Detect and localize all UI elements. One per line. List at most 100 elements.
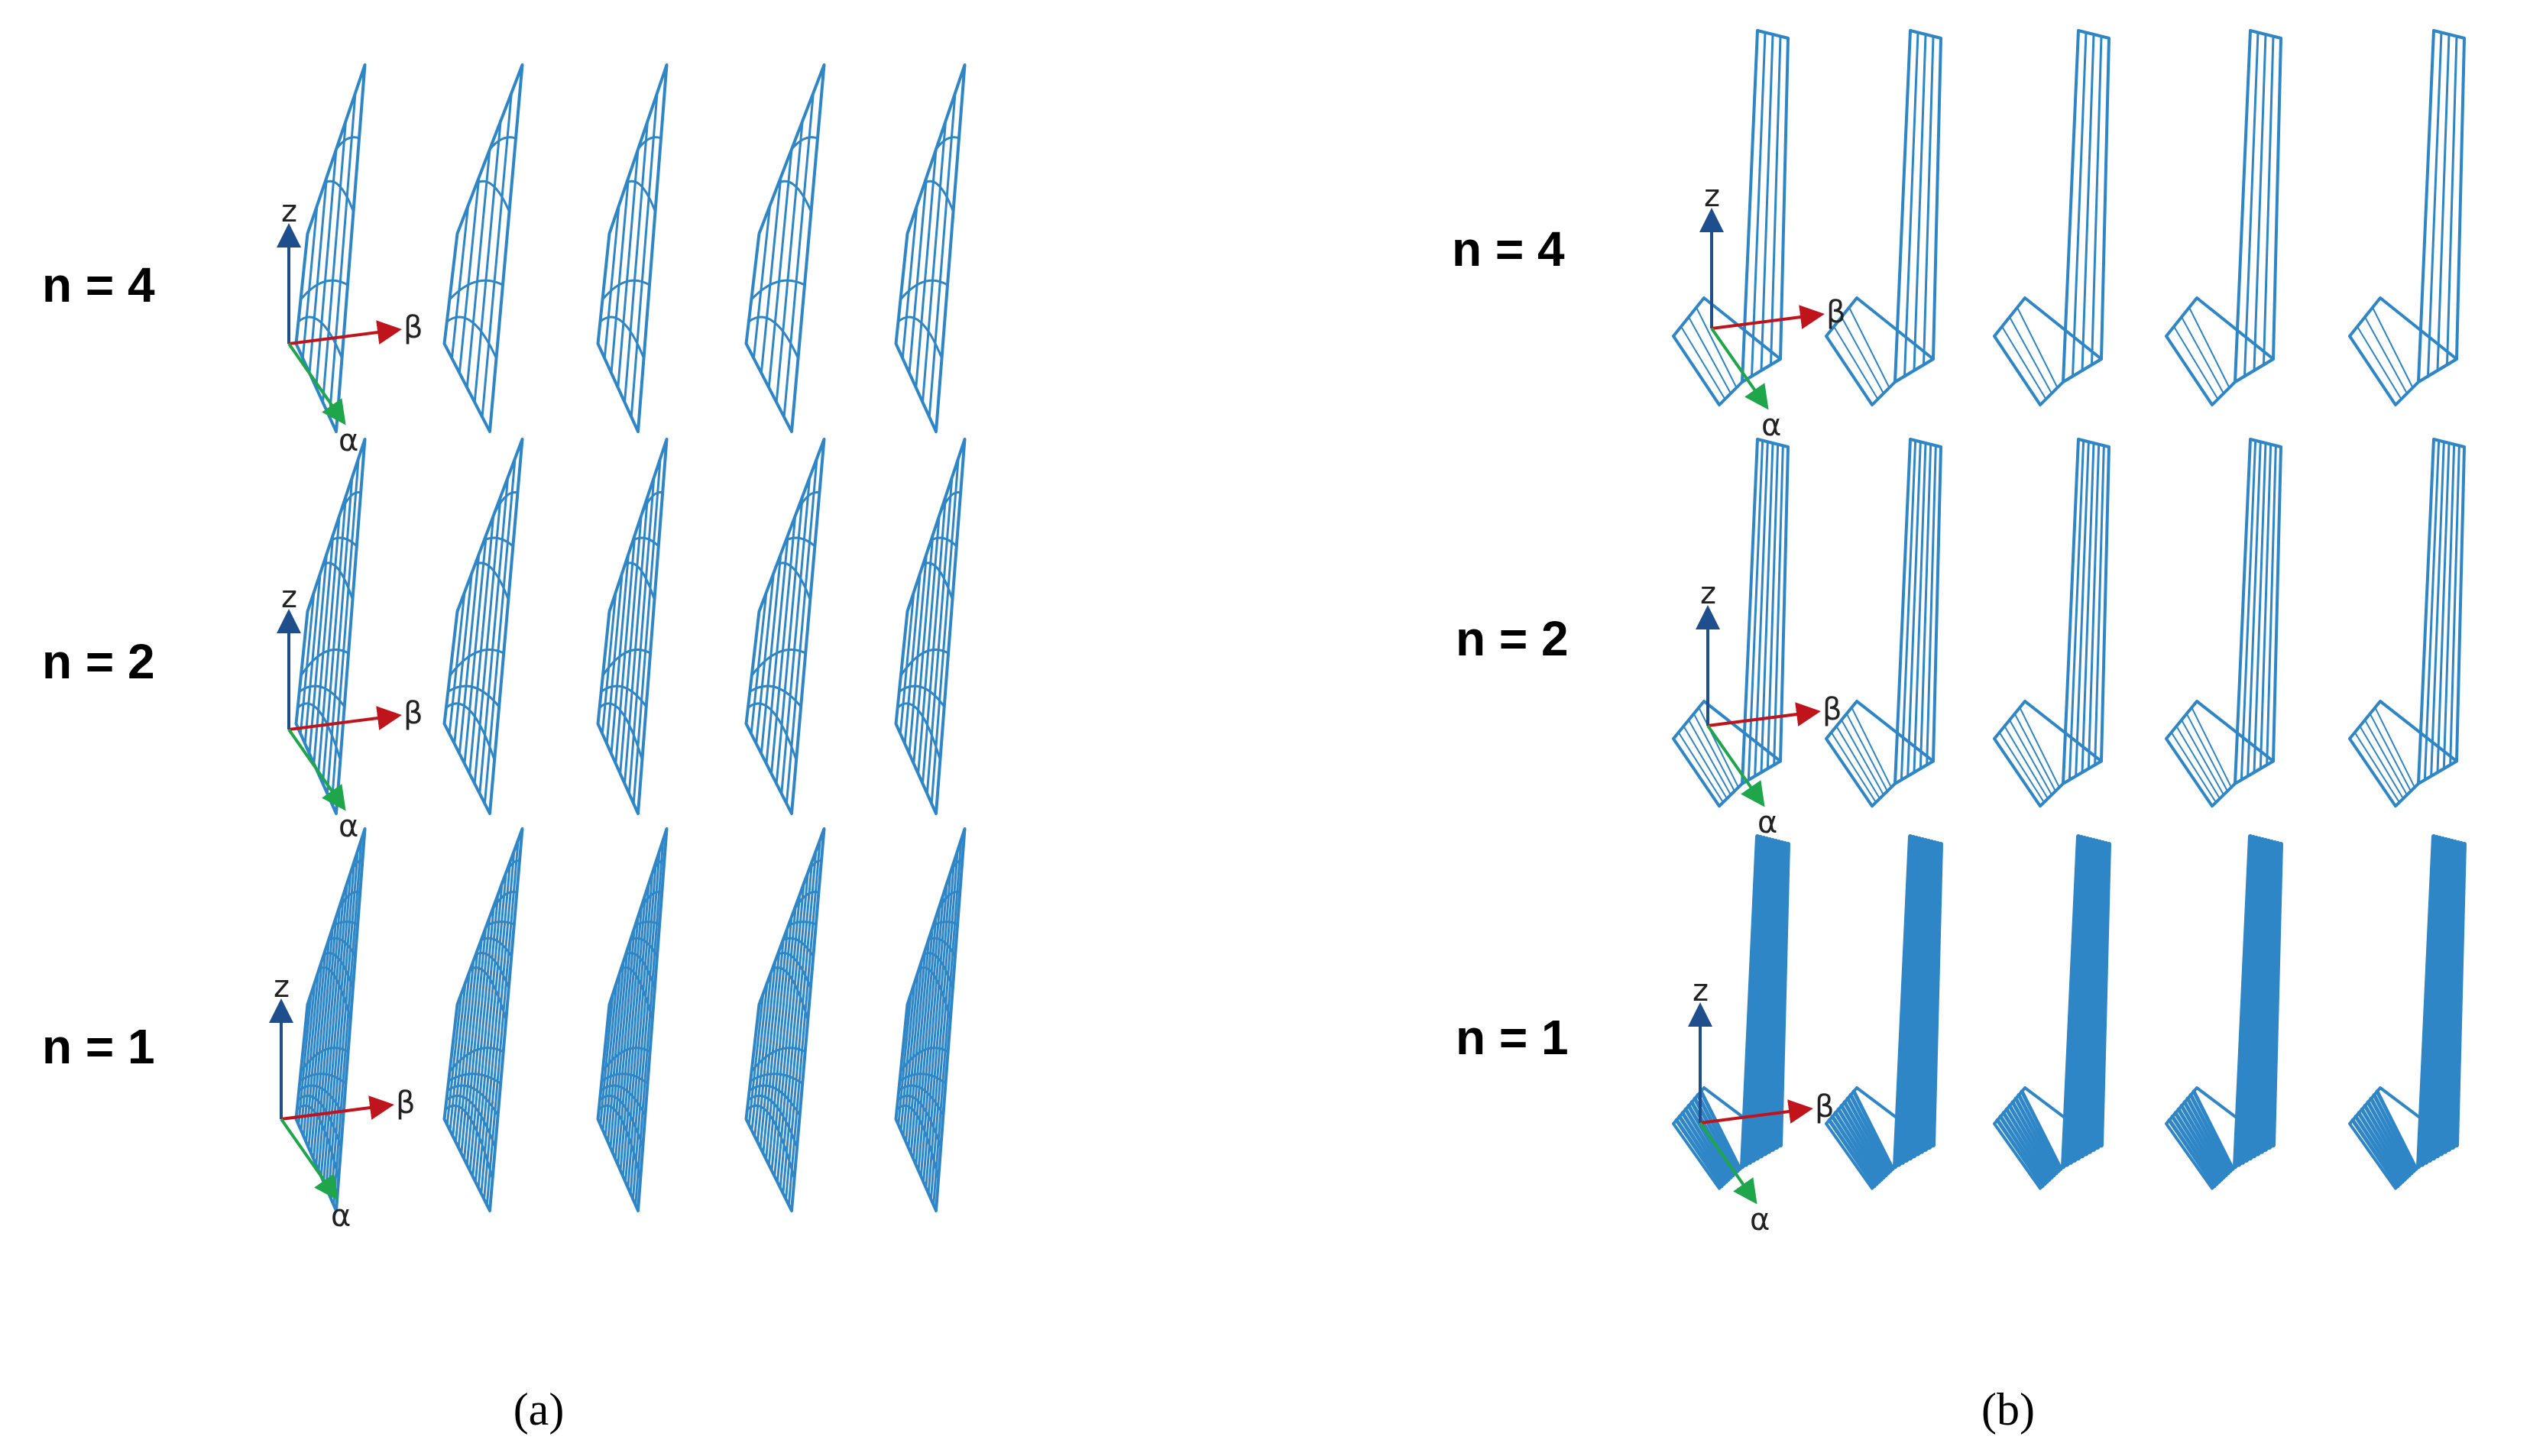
wire-line <box>483 849 516 1201</box>
wire-line <box>317 514 341 775</box>
wire-strip <box>2420 835 2439 1167</box>
wire-fold <box>2363 1104 2409 1179</box>
wire-fold <box>1851 707 1892 788</box>
wire-line <box>630 92 659 419</box>
wire-line <box>610 176 630 374</box>
wire-curve <box>938 491 962 517</box>
beta-axis-arrow <box>288 706 402 731</box>
wire-line <box>607 959 625 1144</box>
wire-line <box>902 970 920 1137</box>
wire-curve <box>897 315 943 360</box>
wire-strip <box>2451 841 2464 1150</box>
wire-curve <box>927 937 957 958</box>
wire-curve <box>469 966 507 1021</box>
wire-line <box>480 860 512 1195</box>
wireframe-a-r1-c5 <box>894 63 967 433</box>
wireframe-b-r1-c5 <box>2348 29 2466 406</box>
wire-curve <box>332 921 359 927</box>
wire-curve <box>337 891 361 912</box>
alpha-axis-label: α <box>339 423 358 458</box>
wire-curve <box>899 279 949 301</box>
wire-line <box>452 970 471 1137</box>
wireframe-b-r2-c4 <box>2165 438 2282 808</box>
wire-line <box>453 571 473 746</box>
wire-fold <box>1827 1118 1877 1189</box>
axes-b-n4: zβα <box>1699 179 1846 443</box>
wire-line <box>627 476 656 795</box>
wire-line <box>308 552 328 756</box>
wire-fold <box>2181 719 2224 796</box>
wire-fold <box>1848 306 1890 389</box>
wire-line <box>912 533 935 765</box>
wire-fold <box>2188 1092 2233 1173</box>
wire-curve <box>941 859 964 898</box>
wire-fold <box>2366 1100 2412 1178</box>
wire-line <box>465 915 491 1166</box>
wire-fold <box>2353 731 2400 804</box>
wire-fold <box>1830 731 1877 804</box>
wire-line <box>627 872 654 1189</box>
wire-line <box>759 948 781 1149</box>
wire-strip <box>2091 35 2103 366</box>
wire-strip <box>1770 840 1784 1152</box>
wire-fold <box>2191 707 2232 788</box>
alpha-axis-label: α <box>1757 805 1777 840</box>
wire-fold <box>2191 1089 2235 1171</box>
wire-line <box>922 495 947 785</box>
wire-fold <box>2009 316 2052 394</box>
wire-line <box>750 590 768 735</box>
wire-fold <box>1688 316 1731 394</box>
wire-strip <box>2240 836 2259 1165</box>
wire-fold <box>1998 731 2045 804</box>
wire-strip <box>2081 33 2095 372</box>
wire-line <box>301 204 319 360</box>
wire-strip <box>2075 440 2090 778</box>
wire-curve <box>922 952 954 989</box>
wire-fold <box>2173 325 2219 400</box>
wire-line <box>603 204 620 360</box>
wire-fold <box>2173 1111 2221 1184</box>
wireframe-a-r2-c4 <box>744 438 826 815</box>
wire-fold <box>2185 1096 2230 1176</box>
wire-curve <box>323 180 355 213</box>
wire-line <box>601 590 617 735</box>
wire-line <box>614 926 636 1160</box>
wire-strip <box>2080 838 2096 1159</box>
wire-fold <box>1688 719 1731 796</box>
wire-curve <box>448 279 504 301</box>
wire-curve <box>449 1047 505 1073</box>
wire-strip <box>1760 442 1774 774</box>
wire-fold <box>2364 719 2408 796</box>
wire-line <box>780 476 811 795</box>
wire-line <box>458 552 481 756</box>
wire-outline <box>2234 29 2282 383</box>
wire-strip <box>2252 838 2268 1159</box>
wire-curve <box>474 561 510 601</box>
wire-curve <box>937 891 961 912</box>
wire-curve <box>632 536 660 548</box>
alpha-axis-arrow <box>280 1118 339 1201</box>
wire-curve <box>446 1084 500 1117</box>
wire-fold <box>1686 1104 1733 1179</box>
wire-curve <box>787 921 818 927</box>
wireframe-a-r3-c2 <box>442 827 524 1212</box>
wire-fold <box>1677 731 1724 804</box>
wire-line <box>767 147 793 389</box>
alpha-axis-arrow <box>287 342 346 425</box>
wire-strip <box>2072 31 2088 377</box>
wire-strip <box>1912 838 1928 1159</box>
wire-outline <box>2062 29 2110 383</box>
wire-strip <box>2430 440 2445 778</box>
wire-fold <box>1841 719 1884 796</box>
wire-fold <box>2188 306 2230 389</box>
wire-line <box>928 92 957 419</box>
wire-line <box>775 495 804 785</box>
wire-curve <box>922 561 954 601</box>
wire-curve <box>899 1047 950 1073</box>
wire-strip <box>1913 442 1927 774</box>
wire-fold <box>2181 316 2224 394</box>
wire-line <box>481 92 513 419</box>
wire-line <box>629 860 657 1195</box>
wire-strip <box>2428 836 2445 1163</box>
